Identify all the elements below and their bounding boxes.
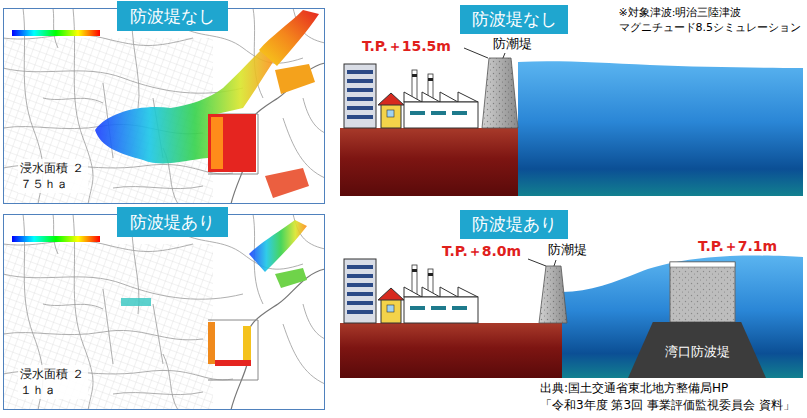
inundation-map <box>3 214 325 410</box>
note-text: マグニチュード8.5シミュレーション <box>619 21 802 34</box>
label-anchor: T.P.＋15.5m <box>362 38 451 55</box>
height-label: T.P.＋15.5m <box>362 38 451 55</box>
breakwater-text: 湾口防波堤 <box>665 339 730 361</box>
inundation-map <box>275 268 307 288</box>
label-anchor: 防潮堤 <box>493 36 532 52</box>
inundation-map <box>249 220 307 272</box>
breakwater-base: 湾口防波堤 <box>628 322 766 378</box>
cross-section <box>340 323 566 378</box>
header-tab: 防波堤なし <box>117 1 228 31</box>
cross-section <box>539 266 567 323</box>
cross-section <box>482 58 518 128</box>
map-panel: 浸水面積 ２１ｈａ <box>3 214 325 410</box>
label-anchor: 出典:国土交通省東北地方整備局HP <box>540 381 728 395</box>
header-tab: 防波堤なし <box>460 5 568 34</box>
cross-section <box>528 259 546 266</box>
cross-section <box>503 53 505 58</box>
header-text: 防波堤なし <box>130 6 215 26</box>
inundation-map <box>3 8 325 204</box>
seawall-label: 防潮堤 <box>548 242 587 258</box>
cross-section <box>554 260 556 266</box>
area-text: 浸水面積 ２１ｈａ <box>18 365 88 399</box>
cross-section <box>482 58 518 128</box>
inundation-map <box>265 168 309 198</box>
header-text: 防波堤なし <box>472 9 557 29</box>
label-anchor: T.P.＋7.1m <box>698 238 777 255</box>
inundation-map <box>243 326 251 360</box>
inundation-map <box>3 8 325 204</box>
label-anchor: T.P.＋8.0m <box>442 243 521 260</box>
inundation-map <box>12 30 100 36</box>
cross-section <box>670 262 735 267</box>
area-text: 浸水面積 ２７５ｈａ <box>18 159 88 193</box>
height-label: T.P.＋7.1m <box>698 238 777 255</box>
inundation-map <box>3 214 325 410</box>
note-text: ※対象津波:明治三陸津波 <box>619 6 742 19</box>
cross-section <box>464 48 488 58</box>
source-text: 出典:国土交通省東北地方整備局HP <box>540 381 728 395</box>
inundation-map <box>215 360 251 366</box>
cross-section <box>344 259 478 323</box>
breakwater-shape <box>628 322 766 378</box>
label-anchor: 防潮堤 <box>548 242 587 258</box>
inundation-map <box>275 64 315 94</box>
cross-section <box>562 256 803 378</box>
label-anchor: マグニチュード8.5シミュレーション <box>619 21 802 34</box>
map-panel: 浸水面積 ２７５ｈａ <box>3 8 325 204</box>
header-text: 防波堤あり <box>472 214 557 234</box>
cross-section <box>518 61 803 196</box>
header-text: 防波堤あり <box>130 212 215 232</box>
inundation-map <box>208 114 256 172</box>
inundation-map <box>259 10 319 66</box>
cross-section <box>670 262 735 322</box>
cross-section <box>340 256 803 378</box>
inundation-map <box>208 322 215 364</box>
cross-section <box>670 262 735 322</box>
header-tab: 防波堤あり <box>460 210 568 239</box>
cross-section <box>340 128 518 196</box>
cross-section <box>539 266 567 323</box>
inundation-map <box>121 298 151 306</box>
inundation-map <box>3 214 325 410</box>
inundation-map <box>211 117 223 169</box>
inundation-map <box>3 8 325 204</box>
inundation-map <box>12 236 100 242</box>
height-label: T.P.＋8.0m <box>442 243 521 260</box>
seawall-label: 防潮堤 <box>493 36 532 52</box>
source-text: 「令和3年度 第3回 事業評価監視委員会 資料」 <box>540 398 795 412</box>
cross-section <box>340 48 803 196</box>
header-tab: 防波堤あり <box>117 207 228 237</box>
label-anchor: 「令和3年度 第3回 事業評価監視委員会 資料」 <box>540 398 795 412</box>
label-anchor: ※対象津波:明治三陸津波 <box>619 6 742 19</box>
cross-section <box>344 64 478 128</box>
